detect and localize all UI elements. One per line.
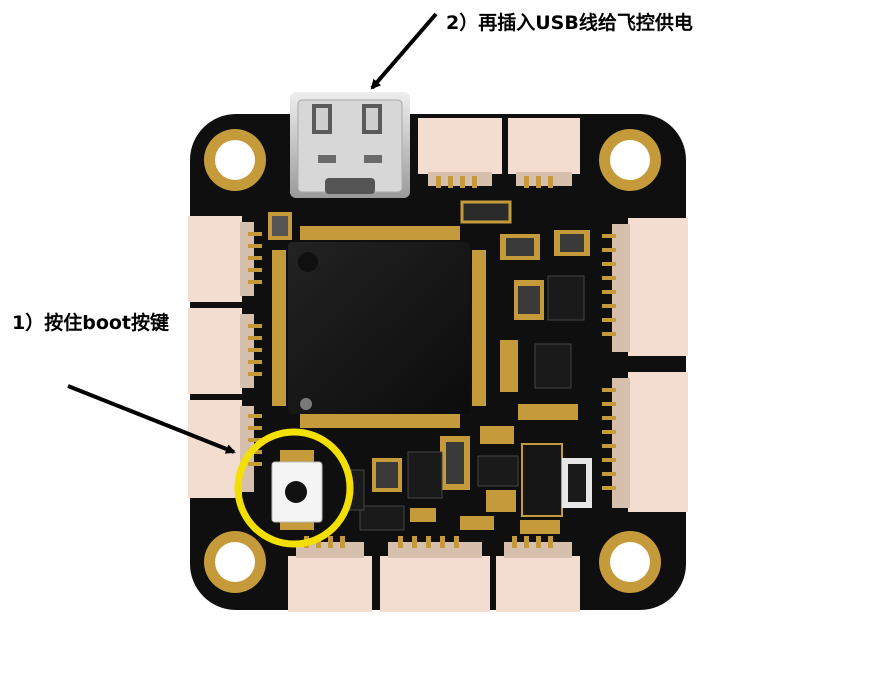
arrow-icon bbox=[67, 384, 236, 454]
smd-components bbox=[268, 200, 592, 534]
mcu-chip bbox=[288, 242, 470, 414]
connector-top-2 bbox=[508, 118, 580, 188]
connector-left-1 bbox=[188, 216, 262, 302]
connector-bottom-2 bbox=[380, 536, 490, 612]
usb-c-port-icon[interactable] bbox=[290, 92, 410, 198]
connector-bottom-3 bbox=[496, 536, 580, 612]
connector-right-1 bbox=[602, 218, 688, 356]
mcu-pins-left bbox=[272, 250, 286, 406]
connector-top-1 bbox=[418, 118, 502, 188]
mounting-hole-bottom-left bbox=[204, 531, 266, 593]
usb-power-instruction: 2）再插入USB线给飞控供电 bbox=[446, 12, 693, 34]
mounting-hole-bottom-right bbox=[599, 531, 661, 593]
connector-right-2 bbox=[602, 372, 688, 512]
connector-bottom-1 bbox=[288, 536, 372, 612]
arrow-icon bbox=[370, 12, 438, 90]
boot-button-icon[interactable] bbox=[271, 450, 323, 530]
connector-left-2 bbox=[188, 308, 262, 394]
mounting-hole-top-left bbox=[204, 129, 266, 191]
boot-button-instruction: 1）按住boot按键 bbox=[12, 312, 170, 334]
mcu-pins-right bbox=[472, 250, 486, 406]
mcu-pins-bottom bbox=[300, 414, 460, 428]
mcu-pins-top bbox=[300, 226, 460, 240]
mounting-hole-top-right bbox=[599, 129, 661, 191]
boot-highlight-ring bbox=[234, 428, 354, 548]
